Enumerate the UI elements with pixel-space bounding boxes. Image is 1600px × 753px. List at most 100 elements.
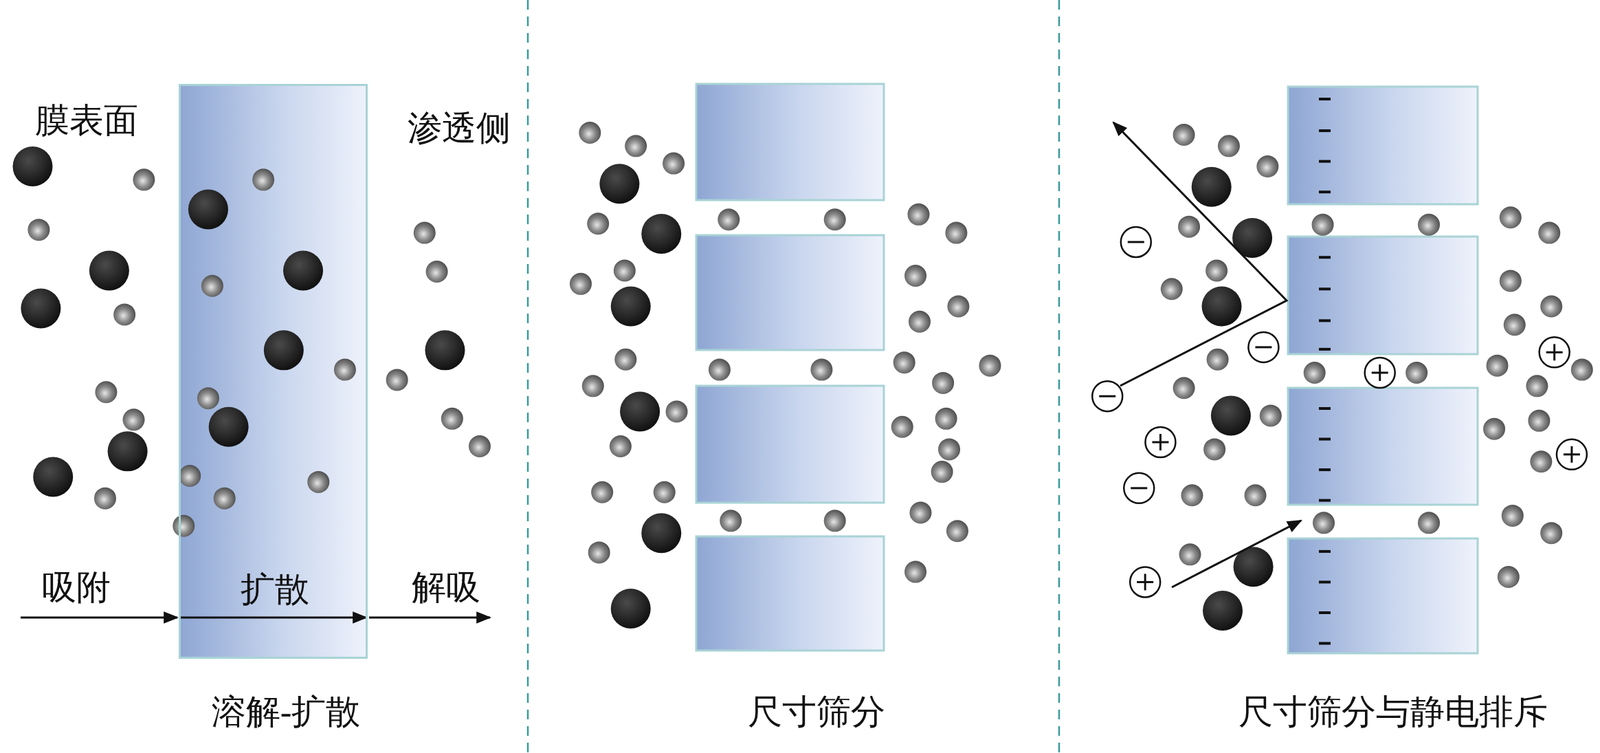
small-particle bbox=[904, 560, 927, 583]
cation-symbol bbox=[1556, 439, 1587, 470]
small-particle bbox=[1417, 213, 1440, 236]
small-particle bbox=[1501, 504, 1524, 527]
large-particle bbox=[599, 163, 640, 204]
small-particle bbox=[935, 407, 958, 430]
small-particle bbox=[1527, 409, 1550, 432]
anion-symbol bbox=[1092, 380, 1123, 411]
negative-charge-mark bbox=[1318, 437, 1331, 441]
small-particle bbox=[569, 272, 592, 295]
small-particle bbox=[113, 303, 136, 326]
small-particle bbox=[891, 415, 914, 438]
small-particle bbox=[1205, 259, 1228, 282]
small-particle bbox=[1538, 221, 1561, 244]
stage-label: 解吸 bbox=[411, 568, 481, 607]
small-particle bbox=[904, 264, 927, 287]
large-particle bbox=[424, 329, 465, 370]
small-particle bbox=[413, 221, 436, 244]
negative-charge-mark bbox=[1318, 406, 1331, 410]
large-particle bbox=[89, 250, 130, 291]
stage-label: 吸附 bbox=[41, 568, 111, 607]
small-particle bbox=[591, 481, 614, 504]
small-particle bbox=[1485, 354, 1508, 377]
small-particle bbox=[588, 540, 611, 563]
small-particle bbox=[197, 386, 220, 409]
small-particle bbox=[426, 260, 449, 283]
small-particle bbox=[931, 371, 954, 394]
negative-charge-mark bbox=[1318, 255, 1331, 259]
transport-arrow bbox=[20, 616, 491, 619]
large-particle bbox=[1191, 167, 1232, 207]
small-particle bbox=[586, 212, 609, 235]
anion-symbol bbox=[1123, 472, 1154, 504]
small-particle bbox=[717, 208, 740, 231]
panel-caption: 溶解-扩散 bbox=[211, 692, 361, 731]
anion-symbol bbox=[1248, 331, 1279, 363]
small-particle bbox=[441, 407, 464, 430]
small-particle bbox=[945, 221, 968, 244]
small-particle bbox=[1483, 417, 1506, 440]
anion-symbol bbox=[1120, 226, 1152, 258]
small-particle bbox=[1499, 269, 1522, 292]
negative-charge-mark bbox=[1318, 318, 1331, 322]
small-particle bbox=[172, 514, 195, 537]
small-particle bbox=[1217, 134, 1240, 157]
large-particle bbox=[208, 406, 249, 447]
small-particle bbox=[386, 368, 409, 391]
small-particle bbox=[1417, 511, 1440, 534]
small-particle bbox=[201, 274, 224, 297]
small-particle bbox=[978, 354, 1001, 377]
small-particle bbox=[810, 358, 833, 381]
porous-membrane bbox=[696, 83, 884, 651]
small-particle bbox=[1179, 542, 1202, 565]
large-particle bbox=[107, 430, 148, 471]
small-particle bbox=[946, 519, 969, 542]
cation-symbol bbox=[1129, 566, 1161, 597]
small-particle bbox=[123, 408, 146, 431]
negative-charge-mark bbox=[1318, 129, 1331, 132]
small-particle bbox=[1173, 123, 1196, 146]
membrane-layer: 扩散 bbox=[178, 83, 368, 659]
cation-symbol bbox=[1145, 426, 1176, 458]
small-particle bbox=[334, 358, 357, 381]
large-particle bbox=[610, 588, 651, 629]
large-particle bbox=[188, 189, 229, 229]
small-particle bbox=[1173, 376, 1196, 399]
small-particle bbox=[1497, 565, 1520, 588]
negative-charge-mark bbox=[1318, 641, 1331, 645]
negative-charge-mark bbox=[1318, 287, 1331, 291]
large-particle bbox=[1202, 286, 1242, 327]
small-particle bbox=[1303, 361, 1326, 384]
small-particle bbox=[1180, 483, 1203, 506]
small-particle bbox=[1203, 437, 1226, 460]
panel-caption: 尺寸筛分与静电排斥 bbox=[1238, 692, 1548, 731]
small-particle bbox=[719, 509, 742, 532]
panel-divider bbox=[527, 0, 530, 753]
small-particle bbox=[1259, 404, 1282, 427]
small-particle bbox=[824, 509, 847, 532]
small-particle bbox=[662, 152, 685, 175]
small-particle bbox=[609, 435, 632, 458]
small-particle bbox=[1256, 155, 1279, 178]
ion-charges bbox=[1092, 226, 1587, 598]
small-particle bbox=[907, 203, 930, 226]
small-particle bbox=[252, 168, 275, 191]
small-particle bbox=[578, 121, 601, 144]
cation-symbol bbox=[1539, 336, 1570, 368]
small-particle bbox=[94, 487, 117, 510]
small-particle bbox=[1244, 483, 1267, 506]
small-particle bbox=[624, 134, 647, 157]
charged-membrane bbox=[1287, 86, 1478, 653]
small-particle bbox=[1499, 206, 1522, 229]
small-particle bbox=[1160, 277, 1183, 300]
negative-charge-mark bbox=[1318, 97, 1331, 101]
small-particle bbox=[893, 351, 916, 374]
large-particle bbox=[610, 286, 651, 327]
small-particle bbox=[665, 400, 688, 422]
small-particle bbox=[582, 374, 605, 397]
stage-label: 扩散 bbox=[240, 570, 310, 609]
panel-caption: 尺寸筛分 bbox=[747, 692, 886, 731]
panel-divider bbox=[1058, 0, 1061, 753]
small-particle bbox=[94, 380, 117, 403]
small-particle bbox=[614, 348, 637, 371]
